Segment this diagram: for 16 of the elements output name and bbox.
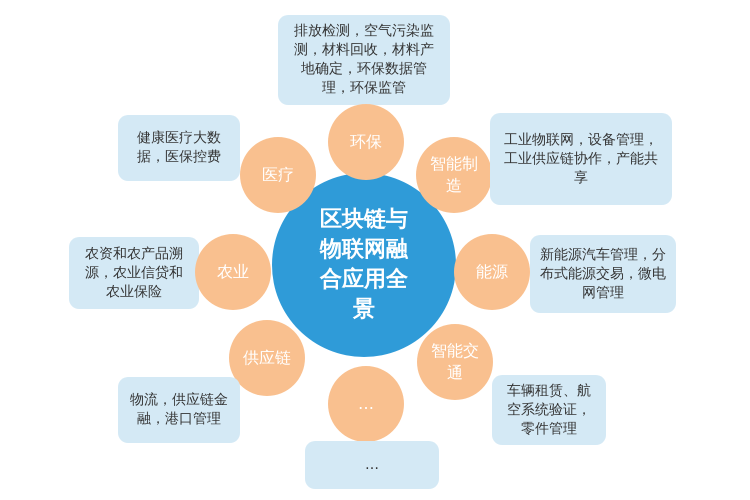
topic-circle: 环保 — [328, 104, 404, 180]
description-box: 工业物联网，设备管理，工业供应链协作，产能共享 — [490, 113, 672, 205]
topic-circle: 智能交通 — [417, 324, 493, 400]
description-box: 新能源汽车管理，分布式能源交易，微电网管理 — [530, 235, 676, 313]
topic-circle: 农业 — [195, 234, 271, 310]
topic-circle: 医疗 — [240, 137, 316, 213]
description-box: … — [305, 441, 439, 489]
description-box: 物流，供应链金融，港口管理 — [118, 377, 240, 443]
topic-circle: 智能制造 — [416, 137, 492, 213]
description-box: 车辆租赁、航空系统验证，零件管理 — [492, 375, 606, 445]
topic-circle: 供应链 — [229, 320, 305, 396]
description-box: 农资和农产品溯源，农业信贷和农业保险 — [69, 237, 199, 309]
description-box: 健康医疗大数据，医保控费 — [118, 115, 240, 181]
topic-circle: 能源 — [454, 234, 530, 310]
topic-circle: … — [328, 366, 404, 442]
description-box: 排放检测，空气污染监测，材料回收，材料产地确定，环保数据管理，环保监管 — [278, 15, 450, 105]
